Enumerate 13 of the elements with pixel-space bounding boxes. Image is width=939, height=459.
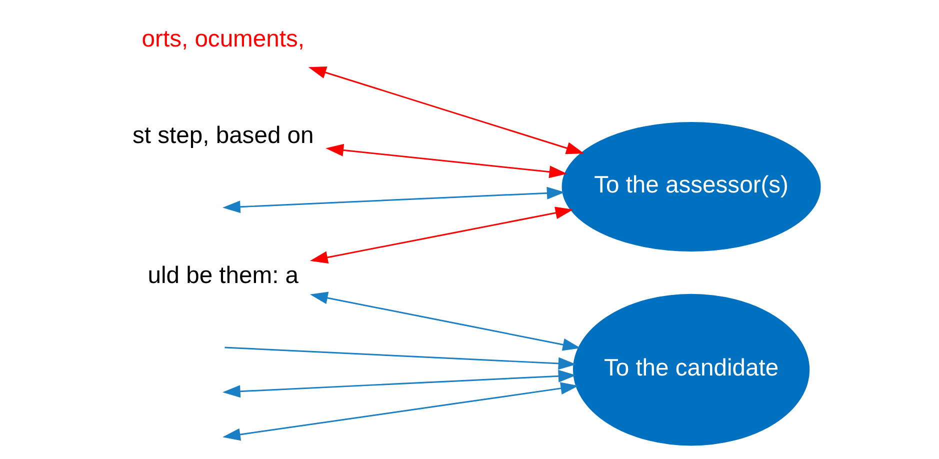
node-text: uld be them: a	[148, 262, 299, 290]
arrow	[224, 346, 576, 370]
arrow	[310, 206, 574, 264]
arrow	[326, 144, 568, 178]
node-text: st step, based on	[132, 122, 314, 150]
node-ellipse: To the assessor(s)	[562, 122, 821, 252]
arrow	[222, 370, 576, 398]
node-text: orts, ocuments,	[142, 25, 304, 52]
arrow	[222, 186, 565, 214]
arrow	[308, 66, 584, 154]
node-ellipse: To the candidate	[572, 294, 810, 446]
arrow	[310, 292, 581, 351]
arrow	[222, 382, 579, 441]
